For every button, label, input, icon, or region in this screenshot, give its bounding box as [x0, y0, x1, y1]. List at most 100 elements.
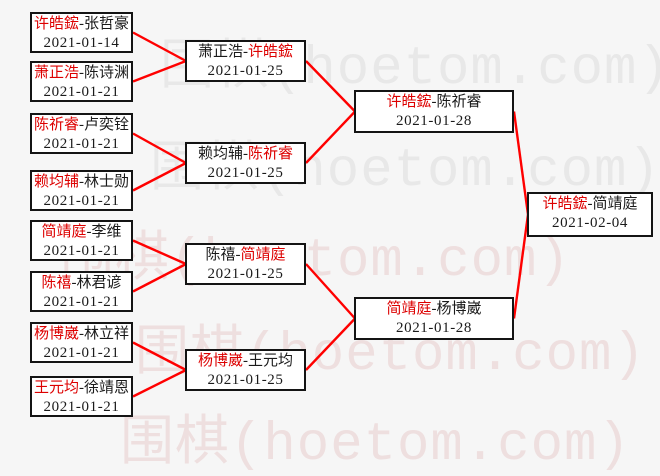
- player1-name: 萧正浩: [197, 44, 243, 60]
- connector-line: [132, 31, 187, 63]
- player1-name: 王元均: [33, 380, 79, 396]
- connector-line: [305, 263, 356, 320]
- connector-line: [132, 59, 187, 83]
- match-players: 简靖庭-李维: [32, 223, 131, 242]
- connector-line: [305, 60, 356, 113]
- match-players: 许皓鋐-陈祈睿: [356, 93, 512, 112]
- match-players: 杨博崴-林立祥: [32, 325, 131, 344]
- player1-name: 杨博崴: [197, 353, 243, 369]
- players-separator: -: [431, 94, 437, 110]
- players-separator: -: [587, 196, 593, 212]
- match-players: 简靖庭-杨博崴: [356, 300, 512, 319]
- players-separator: -: [243, 44, 248, 60]
- match-players: 萧正浩-许皓鋐: [187, 43, 304, 62]
- players-separator: -: [79, 16, 84, 32]
- match-date: 2021-01-25: [207, 372, 284, 388]
- connector-line: [132, 341, 187, 372]
- players-separator: -: [79, 117, 84, 133]
- match-date: 2021-01-21: [43, 243, 120, 259]
- players-separator: -: [79, 174, 84, 190]
- match-date: 2021-01-25: [207, 165, 284, 181]
- connector-line: [132, 368, 187, 398]
- player1-name: 杨博崴: [33, 326, 79, 342]
- player1-name: 陈祈睿: [33, 117, 79, 133]
- players-separator: -: [235, 247, 241, 263]
- player1-name: 简靖庭: [386, 301, 432, 317]
- players-separator: -: [431, 301, 437, 317]
- players-separator: -: [79, 326, 84, 342]
- match-players: 陈禧-简靖庭: [187, 246, 304, 265]
- match-date: 2021-01-21: [43, 136, 120, 152]
- connector-line: [305, 317, 356, 371]
- match-box-round-2-2: 赖均辅-陈祈睿 2021-01-25: [185, 142, 306, 184]
- players-separator: -: [243, 353, 248, 369]
- match-date: 2021-01-25: [207, 63, 284, 79]
- player2-name: 徐靖恩: [84, 380, 130, 396]
- players-separator: -: [79, 380, 84, 396]
- match-players: 王元均-徐靖恩: [32, 379, 131, 398]
- player2-name: 张哲豪: [84, 16, 130, 32]
- match-date: 2021-01-14: [43, 35, 120, 51]
- player1-name: 许皓鋐: [33, 16, 79, 32]
- connector-line: [132, 132, 187, 165]
- player1-name: 许皓鋐: [386, 94, 432, 110]
- match-players: 赖均辅-林士勋: [32, 173, 131, 192]
- player1-name: 赖均辅: [197, 146, 243, 162]
- match-date: 2021-01-28: [396, 113, 472, 129]
- match-players: 陈禧-林君谚: [32, 274, 131, 293]
- player2-name: 卢奕铨: [84, 117, 130, 133]
- player2-name: 简靖庭: [592, 196, 638, 212]
- player2-name: 许皓鋐: [248, 44, 294, 60]
- match-date: 2021-01-21: [43, 193, 120, 209]
- player1-name: 简靖庭: [41, 224, 87, 240]
- players-separator: -: [79, 65, 84, 81]
- match-date: 2021-01-21: [43, 84, 120, 100]
- match-date: 2021-02-04: [552, 215, 628, 231]
- player2-name: 王元均: [248, 353, 294, 369]
- player1-name: 赖均辅: [33, 174, 79, 190]
- match-date: 2021-01-21: [43, 294, 120, 310]
- player1-name: 萧正浩: [33, 65, 79, 81]
- match-players: 陈祈睿-卢奕铨: [32, 116, 131, 135]
- player1-name: 陈禧: [41, 275, 72, 291]
- match-players: 萧正浩-陈诗渊: [32, 64, 131, 83]
- match-players: 许皓鋐-张哲豪: [32, 15, 131, 34]
- connector-line: [132, 161, 187, 192]
- player2-name: 简靖庭: [240, 247, 286, 263]
- player2-name: 林立祥: [84, 326, 130, 342]
- match-date: 2021-01-21: [43, 399, 120, 415]
- match-date: 2021-01-21: [43, 345, 120, 361]
- player2-name: 杨博崴: [436, 301, 482, 317]
- player2-name: 陈祈睿: [248, 146, 294, 162]
- connector-line: [512, 214, 530, 319]
- match-players: 许皓鋐-简靖庭: [529, 195, 651, 214]
- connector-lines: [132, 31, 530, 398]
- connector-line: [512, 111, 530, 215]
- players-separator: -: [71, 275, 77, 291]
- players-separator: -: [243, 146, 248, 162]
- player2-name: 林君谚: [76, 275, 122, 291]
- connector-line: [132, 239, 187, 266]
- match-players: 杨博崴-王元均: [187, 352, 304, 371]
- player2-name: 陈诗渊: [84, 65, 130, 81]
- player1-name: 许皓鋐: [542, 196, 588, 212]
- match-date: 2021-01-28: [396, 320, 472, 336]
- watermark-text: 围棋(hoetom.com): [60, 231, 571, 292]
- connector-line: [132, 262, 187, 293]
- match-date: 2021-01-25: [207, 266, 284, 282]
- player2-name: 李维: [91, 224, 122, 240]
- player2-name: 陈祈睿: [436, 94, 482, 110]
